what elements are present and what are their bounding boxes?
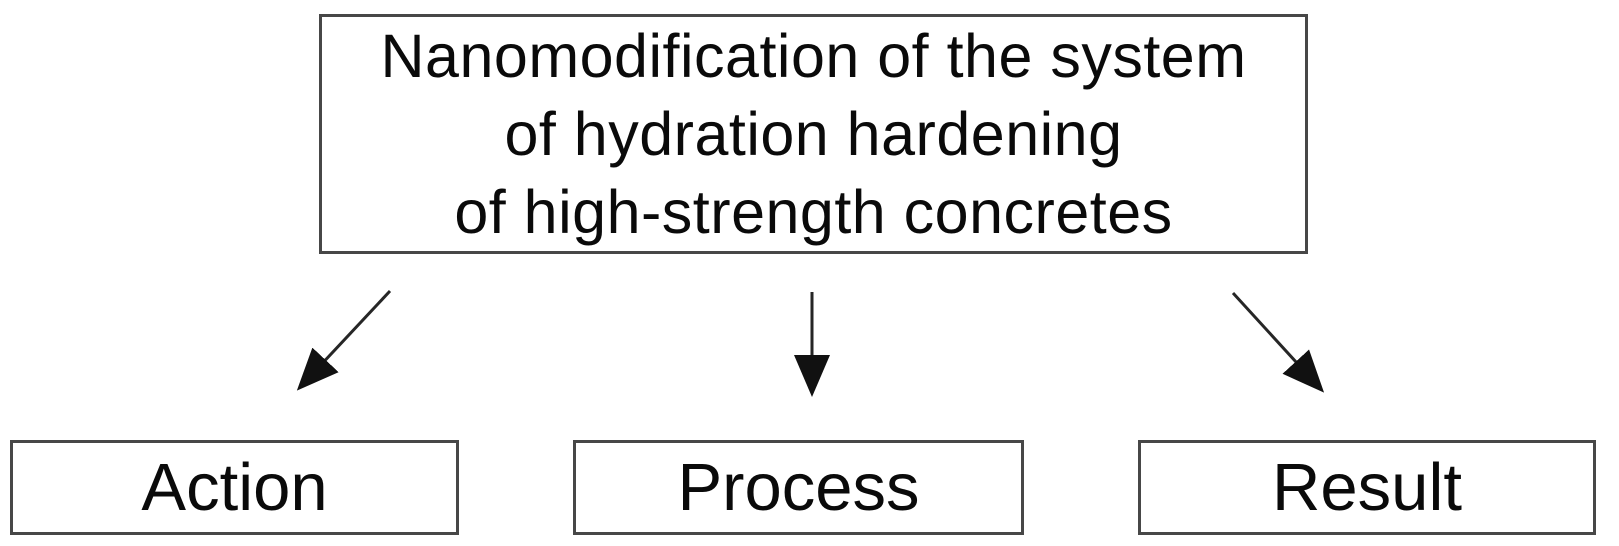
top-box-line-2: of hydration hardening xyxy=(504,100,1123,168)
result-box: Result xyxy=(1138,440,1596,535)
process-box-label: Process xyxy=(677,450,920,525)
action-box: Action xyxy=(10,440,459,535)
top-box-nanomodification: Nanomodification of the system of hydrat… xyxy=(319,14,1308,254)
result-box-label: Result xyxy=(1272,450,1462,525)
action-box-label: Action xyxy=(141,450,328,525)
top-box-line-3: of high-strength concretes xyxy=(454,178,1173,246)
arrow-to-result xyxy=(1231,291,1325,393)
process-box: Process xyxy=(573,440,1024,535)
top-box-text: Nanomodification of the system of hydrat… xyxy=(380,17,1246,251)
top-box-line-1: Nanomodification of the system xyxy=(380,22,1247,90)
arrow-to-action xyxy=(296,289,392,391)
